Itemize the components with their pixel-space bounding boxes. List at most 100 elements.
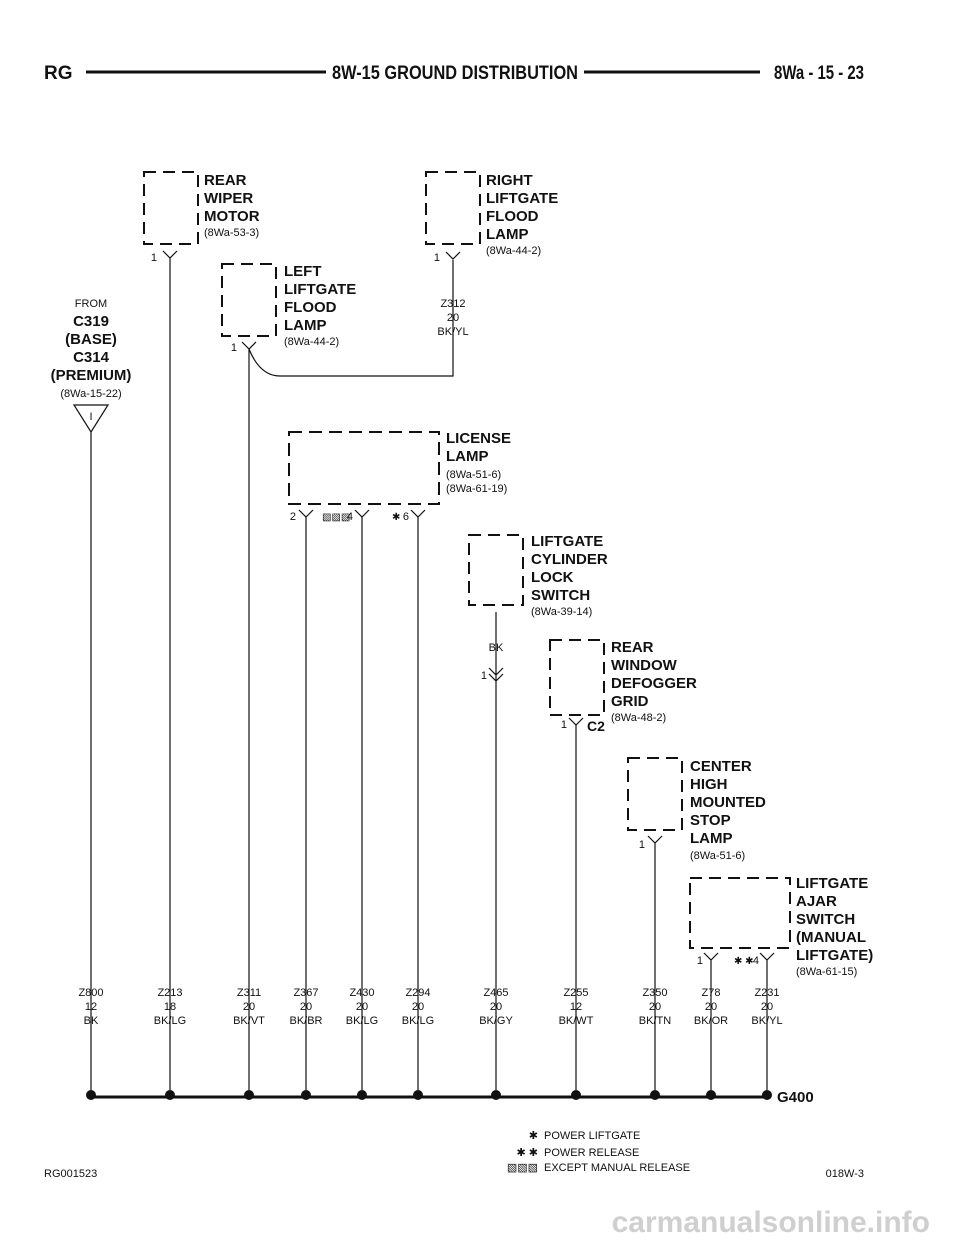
ground-bus: G400 xyxy=(86,1089,814,1106)
wire-label-z78-gauge: 20 xyxy=(705,1001,717,1013)
wire-label-z231-gauge: 20 xyxy=(761,1001,773,1013)
cylinder-lock-name-3: LOCK xyxy=(531,569,574,586)
source-connector: FROM C319 (BASE) C314 (PREMIUM) (8Wa-15-… xyxy=(51,298,132,434)
chmsl-name-5: LAMP xyxy=(690,830,733,847)
legend: ✱ POWER LIFTGATE ✱ ✱ POWER RELEASE ▧▧▧ E… xyxy=(507,1130,690,1174)
cylinder-lock-pin: 1 xyxy=(481,670,487,682)
license-lamp-pin-4-marker: ▧▧▧ xyxy=(322,512,350,523)
header-title: 8W-15 GROUND DISTRIBUTION xyxy=(332,63,578,84)
chmsl-name-2: HIGH xyxy=(690,776,728,793)
component-left-liftgate-flood-lamp: LEFT LIFTGATE FLOOD LAMP (8Wa-44-2) 1 xyxy=(221,263,356,354)
right-flood-lamp-name-2: LIFTGATE xyxy=(486,190,558,207)
left-flood-lamp-name-4: LAMP xyxy=(284,317,327,334)
wire-label-z255-circuit: Z255 xyxy=(563,987,588,999)
legend-power-liftgate-symbol: ✱ xyxy=(529,1130,538,1142)
defogger-name-4: GRID xyxy=(611,693,649,710)
wire-label-z350-color: BK/TN xyxy=(639,1015,671,1027)
footer-doc-id: RG001523 xyxy=(44,1168,97,1180)
wire-labels: Z800 12 BK Z213 18 BK/LG Z311 20 BK/VT Z… xyxy=(78,987,782,1027)
ajar-switch-pin-1: 1 xyxy=(697,955,703,967)
wire-label-z800-gauge: 12 xyxy=(85,1001,97,1013)
defogger-ref: (8Wa-48-2) xyxy=(611,712,666,724)
source-line-1: C319 xyxy=(73,313,109,330)
component-rear-wiper-motor: REAR WIPER MOTOR (8Wa-53-3) 1 xyxy=(143,171,260,264)
rear-wiper-motor-name-2: WIPER xyxy=(204,190,253,207)
wire-label-z367-gauge: 20 xyxy=(300,1001,312,1013)
license-lamp-pin-2: 2 xyxy=(290,511,296,523)
legend-power-release-text: POWER RELEASE xyxy=(544,1147,639,1159)
component-liftgate-ajar-switch: LIFTGATE AJAR SWITCH (MANUAL LIFTGATE) (… xyxy=(689,875,873,978)
source-triangle xyxy=(72,404,110,434)
component-center-high-mounted-stop-lamp: CENTER HIGH MOUNTED STOP LAMP (8Wa-51-6)… xyxy=(627,757,766,862)
license-lamp-pin-4: 4 xyxy=(347,511,353,523)
source-line-2: (BASE) xyxy=(65,331,117,348)
left-flood-lamp-name-3: FLOOD xyxy=(284,299,337,316)
source-line-3: C314 xyxy=(73,349,110,366)
wire-label-z78-circuit: Z78 xyxy=(702,987,721,999)
wire-z255-terminal xyxy=(568,717,584,1090)
footer: RG001523 018W-3 carmanualsonline.info xyxy=(44,1168,930,1239)
left-flood-lamp-pin: 1 xyxy=(231,342,237,354)
ajar-switch-name-2: AJAR xyxy=(796,893,837,910)
left-flood-lamp-ref: (8Wa-44-2) xyxy=(284,336,339,348)
left-flood-lamp-name-2: LIFTGATE xyxy=(284,281,356,298)
header: RG 8W-15 GROUND DISTRIBUTION 8Wa - 15 - … xyxy=(44,63,864,84)
license-lamp-pin-6: 6 xyxy=(403,511,409,523)
wire-label-z231-circuit: Z231 xyxy=(754,987,779,999)
chmsl-name-3: MOUNTED xyxy=(690,794,766,811)
footer-watermark: carmanualsonline.info xyxy=(612,1206,930,1239)
wire-label-z294-gauge: 20 xyxy=(412,1001,424,1013)
rear-wiper-motor-pin: 1 xyxy=(151,252,157,264)
wire-label-z213-color: BK/LG xyxy=(154,1015,186,1027)
legend-power-release-symbol: ✱ ✱ xyxy=(517,1147,539,1159)
wire-label-z255-gauge: 12 xyxy=(570,1001,582,1013)
wire-label-z311-circuit: Z311 xyxy=(237,987,261,999)
ajar-switch-ref: (8Wa-61-15) xyxy=(796,966,857,978)
chmsl-ref: (8Wa-51-6) xyxy=(690,850,745,862)
rear-wiper-motor-ref: (8Wa-53-3) xyxy=(204,227,259,239)
wire-label-z800-color: BK xyxy=(84,1015,99,1027)
wire-label-z311-gauge: 20 xyxy=(243,1001,255,1013)
wire-label-z465-circuit: Z465 xyxy=(483,987,508,999)
defogger-pin: 1 xyxy=(561,719,567,731)
ajar-switch-name-3: SWITCH xyxy=(796,911,855,928)
wire-z430-terminal xyxy=(354,509,370,1090)
wire-label-z350-gauge: 20 xyxy=(649,1001,661,1013)
wire-z213-terminal xyxy=(162,250,178,1090)
wire-z367-terminal xyxy=(298,509,314,1090)
wire-label-z465-gauge: 20 xyxy=(490,1001,502,1013)
header-page: 8Wa - 15 - 23 xyxy=(774,63,864,84)
source-from: FROM xyxy=(75,298,107,310)
ajar-switch-name-4: (MANUAL xyxy=(796,929,866,946)
legend-except-manual-symbol: ▧▧▧ xyxy=(507,1162,538,1174)
wire-label-z430-circuit: Z430 xyxy=(349,987,374,999)
license-lamp-ref-2: (8Wa-61-19) xyxy=(446,483,507,495)
wire-label-z213-gauge: 18 xyxy=(164,1001,176,1013)
wire-z231-terminal xyxy=(759,952,775,1090)
wire-label-z255-color: BK/WT xyxy=(559,1015,594,1027)
source-line-4: (PREMIUM) xyxy=(51,367,132,384)
chmsl-name-1: CENTER xyxy=(690,758,752,775)
wire-z465-terminal xyxy=(488,612,504,1090)
defogger-name-2: WINDOW xyxy=(611,657,678,674)
ajar-switch-name-1: LIFTGATE xyxy=(796,875,868,892)
wire-label-z294-color: BK/LG xyxy=(402,1015,434,1027)
rear-wiper-motor-name-1: REAR xyxy=(204,172,247,189)
legend-except-manual-text: EXCEPT MANUAL RELEASE xyxy=(544,1162,690,1174)
legend-power-liftgate-text: POWER LIFTGATE xyxy=(544,1130,640,1142)
wire-label-z78-color: BK/OR xyxy=(694,1015,728,1027)
component-right-liftgate-flood-lamp: RIGHT LIFTGATE FLOOD LAMP (8Wa-44-2) 1 Z… xyxy=(425,171,558,338)
wire-label-z311-color: BK/VT xyxy=(233,1015,265,1027)
component-license-lamp: LICENSE LAMP (8Wa-51-6) (8Wa-61-19) 2 ▧▧… xyxy=(288,430,511,523)
right-flood-lamp-name-1: RIGHT xyxy=(486,172,533,189)
wire-label-z800-circuit: Z800 xyxy=(78,987,103,999)
right-flood-lamp-name-4: LAMP xyxy=(486,226,529,243)
cylinder-lock-name-4: SWITCH xyxy=(531,587,590,604)
wire-z311-terminal xyxy=(241,341,257,1090)
defogger-name-1: REAR xyxy=(611,639,654,656)
left-flood-lamp-name-1: LEFT xyxy=(284,263,322,280)
component-liftgate-cylinder-lock-switch: LIFTGATE CYLINDER LOCK SWITCH (8Wa-39-14… xyxy=(468,533,608,682)
wire-label-z231-color: BK/YL xyxy=(751,1015,782,1027)
wire-label-z213-circuit: Z213 xyxy=(157,987,182,999)
